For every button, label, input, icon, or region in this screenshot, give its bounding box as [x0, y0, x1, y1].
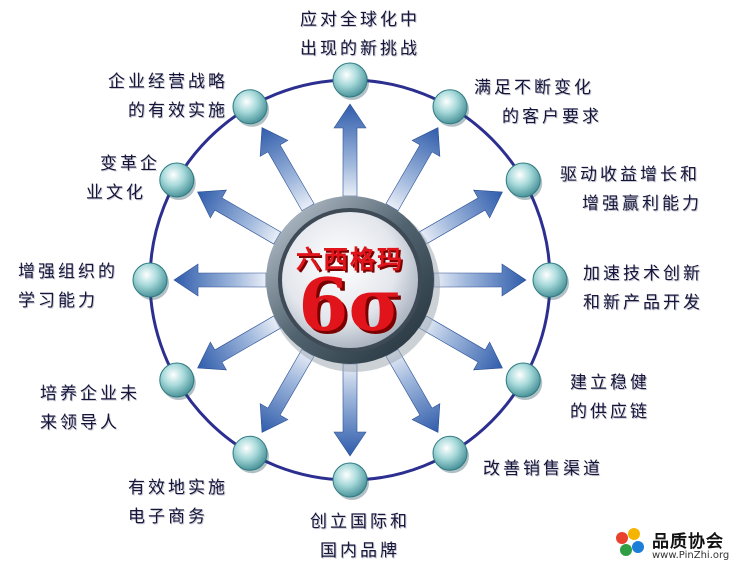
arrow-0	[333, 103, 367, 197]
node-label-10-line2: 业文化	[86, 183, 146, 203]
node-circle-1	[432, 89, 468, 125]
arrow-6	[333, 363, 367, 457]
node-circle-10	[159, 162, 195, 198]
node-label-4: 建立稳健 的供应链	[570, 369, 650, 427]
logo-name: 品质协会	[652, 532, 724, 552]
node-label-3-line2: 和新产品开发	[583, 293, 703, 313]
hub-disc	[282, 212, 418, 348]
node-circle-0	[332, 62, 368, 98]
node-label-8-line1: 培养企业未	[40, 384, 140, 404]
arrow-10	[197, 189, 282, 245]
center-title: 六西格玛	[295, 245, 404, 274]
node-label-1: 满足不断变化 的客户要求	[474, 74, 602, 132]
logo-icon	[616, 528, 644, 556]
arrow-7	[259, 348, 315, 433]
node-label-3: 加速技术创新 和新产品开发	[583, 260, 703, 318]
node-label-11-line1: 企业经营战略	[108, 72, 228, 92]
arrow-4	[418, 315, 503, 371]
node-circle-3	[532, 262, 568, 298]
node-label-10-line1: 变革企	[100, 154, 160, 174]
node-label-4-line2: 的供应链	[570, 402, 650, 422]
node-label-2: 驱动收益增长和 增强赢利能力	[560, 161, 702, 219]
node-label-5: 改善销售渠道	[483, 455, 603, 484]
node-label-11: 企业经营战略 的有效实施	[68, 68, 228, 126]
node-label-6-line2: 国内品牌	[320, 541, 400, 561]
node-label-9-line1: 增强组织的	[18, 262, 118, 282]
node-circle-11	[232, 89, 268, 125]
node-label-1-line1: 满足不断变化	[474, 78, 594, 98]
node-label-4-line1: 建立稳健	[570, 373, 650, 393]
center-symbol: 6σ	[298, 262, 402, 347]
node-circle-9	[132, 262, 168, 298]
node-label-2-line1: 驱动收益增长和	[560, 165, 700, 185]
node-label-7-line2: 电子商务	[128, 507, 208, 527]
node-circle-5	[432, 435, 468, 471]
arrow-5	[385, 348, 441, 433]
node-label-6: 创立国际和 国内品牌	[295, 508, 425, 566]
node-circle-2	[505, 162, 541, 198]
node-label-6-line1: 创立国际和	[310, 512, 410, 532]
arrow-9	[173, 263, 267, 297]
node-label-8-line2: 来领导人	[40, 413, 120, 433]
node-label-9-line2: 学习能力	[18, 291, 98, 311]
node-label-0: 应对全球化中 出现的新挑战	[285, 6, 435, 64]
node-label-7-line1: 有效地实施	[128, 478, 228, 498]
arrows-group	[173, 103, 527, 457]
node-label-5-line1: 改善销售渠道	[483, 459, 603, 479]
node-label-7: 有效地实施 电子商务	[128, 474, 228, 532]
node-circle-8	[159, 362, 195, 398]
node-circle-4	[505, 362, 541, 398]
nodes-group	[132, 62, 569, 500]
node-label-8: 培养企业未 来领导人	[40, 380, 140, 438]
node-label-3-line1: 加速技术创新	[583, 264, 703, 284]
node-label-9: 增强组织的 学习能力	[18, 258, 118, 316]
logo-url: www.PinZhi.org	[652, 550, 730, 561]
node-circle-6	[332, 462, 368, 498]
arrow-3	[433, 263, 527, 297]
arrow-8	[197, 315, 282, 371]
arrow-2	[418, 189, 503, 245]
node-label-10: 变革企 业文化	[60, 150, 160, 208]
node-label-1-line2: 的客户要求	[502, 107, 602, 127]
node-circle-7	[232, 435, 268, 471]
node-label-2-line2: 增强赢利能力	[582, 194, 702, 214]
node-label-0-line1: 应对全球化中	[300, 10, 420, 30]
arrow-11	[259, 127, 315, 212]
node-label-11-line2: 的有效实施	[128, 101, 228, 121]
arrow-1	[385, 127, 441, 212]
node-label-0-line2: 出现的新挑战	[300, 39, 420, 59]
